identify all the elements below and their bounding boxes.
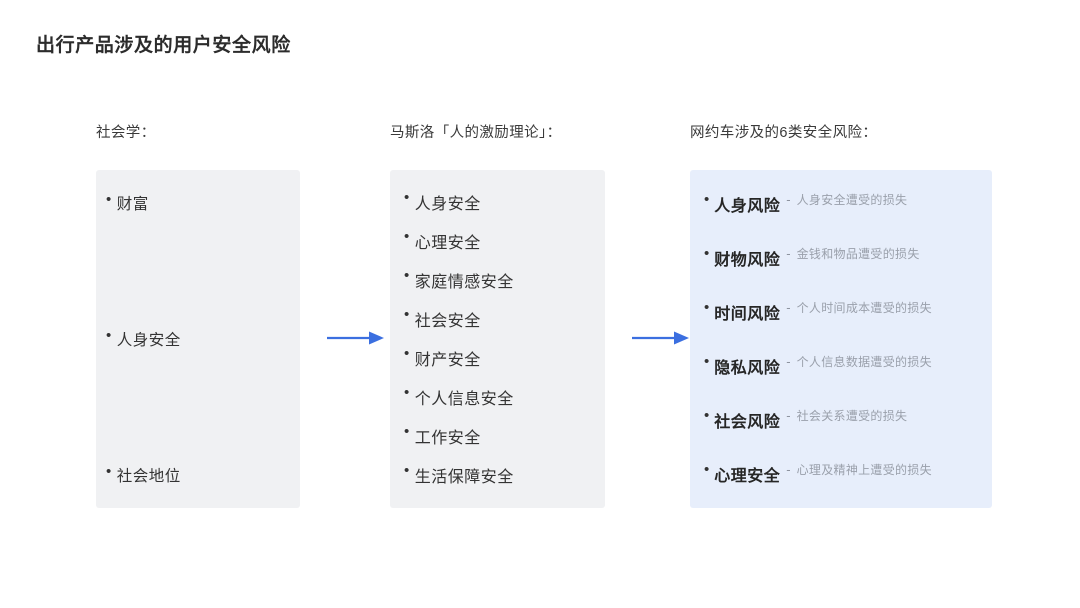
list-item-label: 家庭情感安全 — [414, 274, 514, 291]
bullet-icon: • — [404, 267, 410, 284]
risk-description: 人身安全遭受的损失 — [796, 193, 908, 207]
arrow-sociology-to-maslow — [327, 330, 385, 346]
bullet-icon: • — [404, 462, 410, 479]
list-item-label: 人身安全 — [116, 332, 181, 349]
bullet-icon: • — [404, 189, 410, 206]
column-header-sociology: 社会学： — [96, 125, 156, 141]
bullet-icon: • — [704, 191, 710, 208]
list-item: • 财产安全 — [404, 346, 605, 385]
separator-dash: - — [786, 408, 791, 423]
bullet-icon: • — [404, 384, 410, 401]
bullet-icon: • — [106, 463, 112, 480]
column-sociology: 社会学： • 财富 • 人身安全 • 社会地位 — [96, 120, 300, 508]
bullet-icon: • — [106, 191, 112, 208]
column-ride-hailing-risks: 网约车涉及的6类安全风险： • 人身风险 - 人身安全遭受的损失 • 财物风险 … — [690, 120, 992, 508]
list-item: • 财富 — [106, 192, 300, 328]
list-item: • 人身安全 — [404, 190, 605, 229]
list-item: • 家庭情感安全 — [404, 268, 605, 307]
list-item: • 心理安全 - 心理及精神上遭受的损失 — [704, 462, 992, 516]
list-item: • 生活保障安全 — [404, 463, 605, 502]
bullet-icon: • — [404, 228, 410, 245]
risk-description: 金钱和物品遭受的损失 — [796, 247, 920, 261]
bullet-icon: • — [704, 353, 710, 370]
list-item-label: 心理安全 — [414, 235, 481, 252]
column-header-ride-hailing-risks: 网约车涉及的6类安全风险： — [690, 125, 878, 141]
bullet-icon: • — [106, 327, 112, 344]
bullet-icon: • — [404, 423, 410, 440]
risk-description: 心理及精神上遭受的损失 — [796, 463, 932, 477]
list-item: • 时间风险 - 个人时间成本遭受的损失 — [704, 300, 992, 354]
risk-description: 个人时间成本遭受的损失 — [796, 301, 932, 315]
risk-label: 社会风险 — [714, 414, 781, 431]
list-item-label: 财产安全 — [414, 352, 481, 369]
list-item-label: 财富 — [116, 196, 149, 213]
panel-maslow: • 人身安全 • 心理安全 • 家庭情感安全 • 社会安全 • 财产安全 • 个… — [390, 170, 605, 508]
separator-dash: - — [786, 462, 791, 477]
list-item: • 社会地位 — [106, 464, 300, 486]
list-item: • 人身安全 — [106, 328, 300, 464]
list-item: • 个人信息安全 — [404, 385, 605, 424]
risk-description: 个人信息数据遭受的损失 — [796, 355, 932, 369]
list-item: • 人身风险 - 人身安全遭受的损失 — [704, 192, 992, 246]
list-item-label: 社会安全 — [414, 313, 481, 330]
bullet-icon: • — [704, 245, 710, 262]
list-item-label: 个人信息安全 — [414, 391, 514, 408]
separator-dash: - — [786, 300, 791, 315]
bullet-icon: • — [704, 299, 710, 316]
risk-label: 时间风险 — [714, 306, 781, 323]
risk-label: 财物风险 — [714, 252, 781, 269]
list-item-label: 社会地位 — [116, 468, 181, 485]
risk-label: 人身风险 — [714, 198, 781, 215]
bullet-icon: • — [704, 461, 710, 478]
column-maslow: 马斯洛「人的激励理论」： • 人身安全 • 心理安全 • 家庭情感安全 • 社会… — [390, 120, 605, 508]
list-item: • 隐私风险 - 个人信息数据遭受的损失 — [704, 354, 992, 408]
risk-label: 隐私风险 — [714, 360, 781, 377]
list-item-label: 生活保障安全 — [414, 469, 514, 486]
arrow-maslow-to-risks — [632, 330, 690, 346]
risk-description: 社会关系遭受的损失 — [796, 409, 908, 423]
separator-dash: - — [786, 246, 791, 261]
bullet-icon: • — [404, 345, 410, 362]
bullet-icon: • — [404, 306, 410, 323]
page-title: 出行产品涉及的用户安全风险 — [36, 35, 291, 56]
list-item: • 工作安全 — [404, 424, 605, 463]
separator-dash: - — [786, 192, 791, 207]
panel-ride-hailing-risks: • 人身风险 - 人身安全遭受的损失 • 财物风险 - 金钱和物品遭受的损失 •… — [690, 170, 992, 508]
list-item-label: 工作安全 — [414, 430, 481, 447]
panel-sociology: • 财富 • 人身安全 • 社会地位 — [96, 170, 300, 508]
list-item: • 心理安全 — [404, 229, 605, 268]
list-item: • 社会安全 — [404, 307, 605, 346]
risk-label: 心理安全 — [714, 468, 781, 485]
separator-dash: - — [786, 354, 791, 369]
list-item: • 社会风险 - 社会关系遭受的损失 — [704, 408, 992, 462]
list-item-label: 人身安全 — [414, 196, 481, 213]
list-item: • 财物风险 - 金钱和物品遭受的损失 — [704, 246, 992, 300]
column-header-maslow: 马斯洛「人的激励理论」： — [390, 125, 562, 141]
bullet-icon: • — [704, 407, 710, 424]
